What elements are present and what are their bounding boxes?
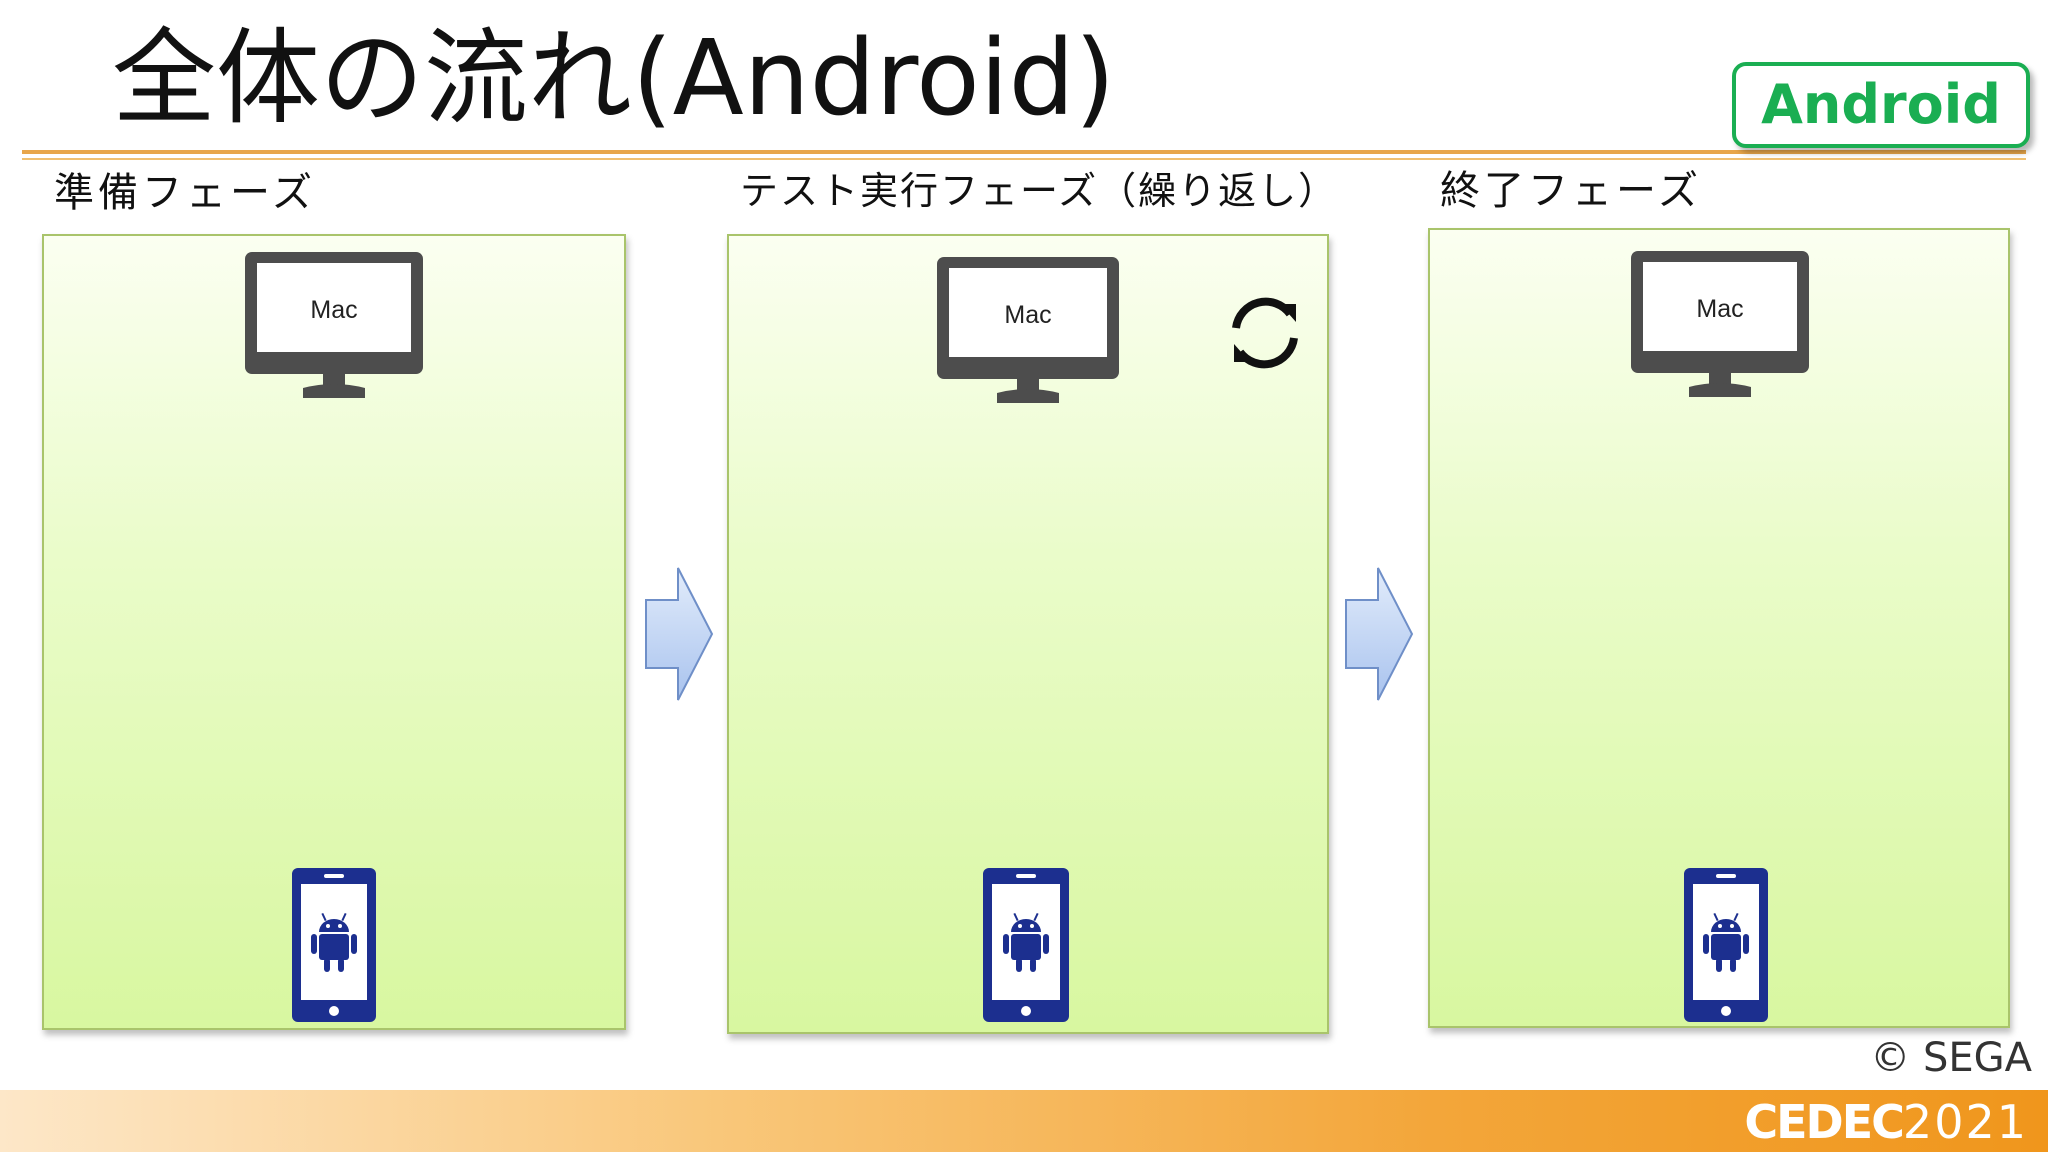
refresh-icon: [1222, 290, 1308, 380]
logo-year: 2021: [1902, 1095, 2028, 1149]
phase-label-finish: 終了フェーズ: [1440, 168, 1702, 214]
logo-text: CEDEC: [1744, 1095, 1905, 1149]
right-arrow-icon: [644, 564, 714, 708]
right-arrow-icon: [1344, 564, 1414, 708]
android-phone-icon: [983, 868, 1069, 1026]
title-underline: [22, 150, 2026, 154]
title-underline-thin: [22, 158, 2026, 160]
copyright-notice: © SEGA: [1870, 1035, 2032, 1081]
platform-badge: Android: [1732, 62, 2030, 148]
monitor-label: Mac: [1696, 295, 1743, 323]
page-title: 全体の流れ(Android): [112, 17, 1116, 139]
monitor-label: Mac: [1004, 301, 1051, 329]
desktop-monitor-icon: Mac: [245, 252, 423, 402]
monitor-label: Mac: [310, 296, 357, 324]
footer-bar: [0, 1090, 2048, 1152]
desktop-monitor-icon: Mac: [1631, 251, 1809, 401]
cedec-logo: CEDEC2021: [1744, 1096, 2028, 1148]
android-phone-icon: [1684, 868, 1768, 1026]
phase-label-test-run: テスト実行フェーズ（繰り返し）: [740, 169, 1339, 213]
desktop-monitor-icon: Mac: [937, 257, 1119, 407]
android-phone-icon: [292, 868, 376, 1026]
phase-label-prepare: 準備フェーズ: [54, 170, 316, 216]
